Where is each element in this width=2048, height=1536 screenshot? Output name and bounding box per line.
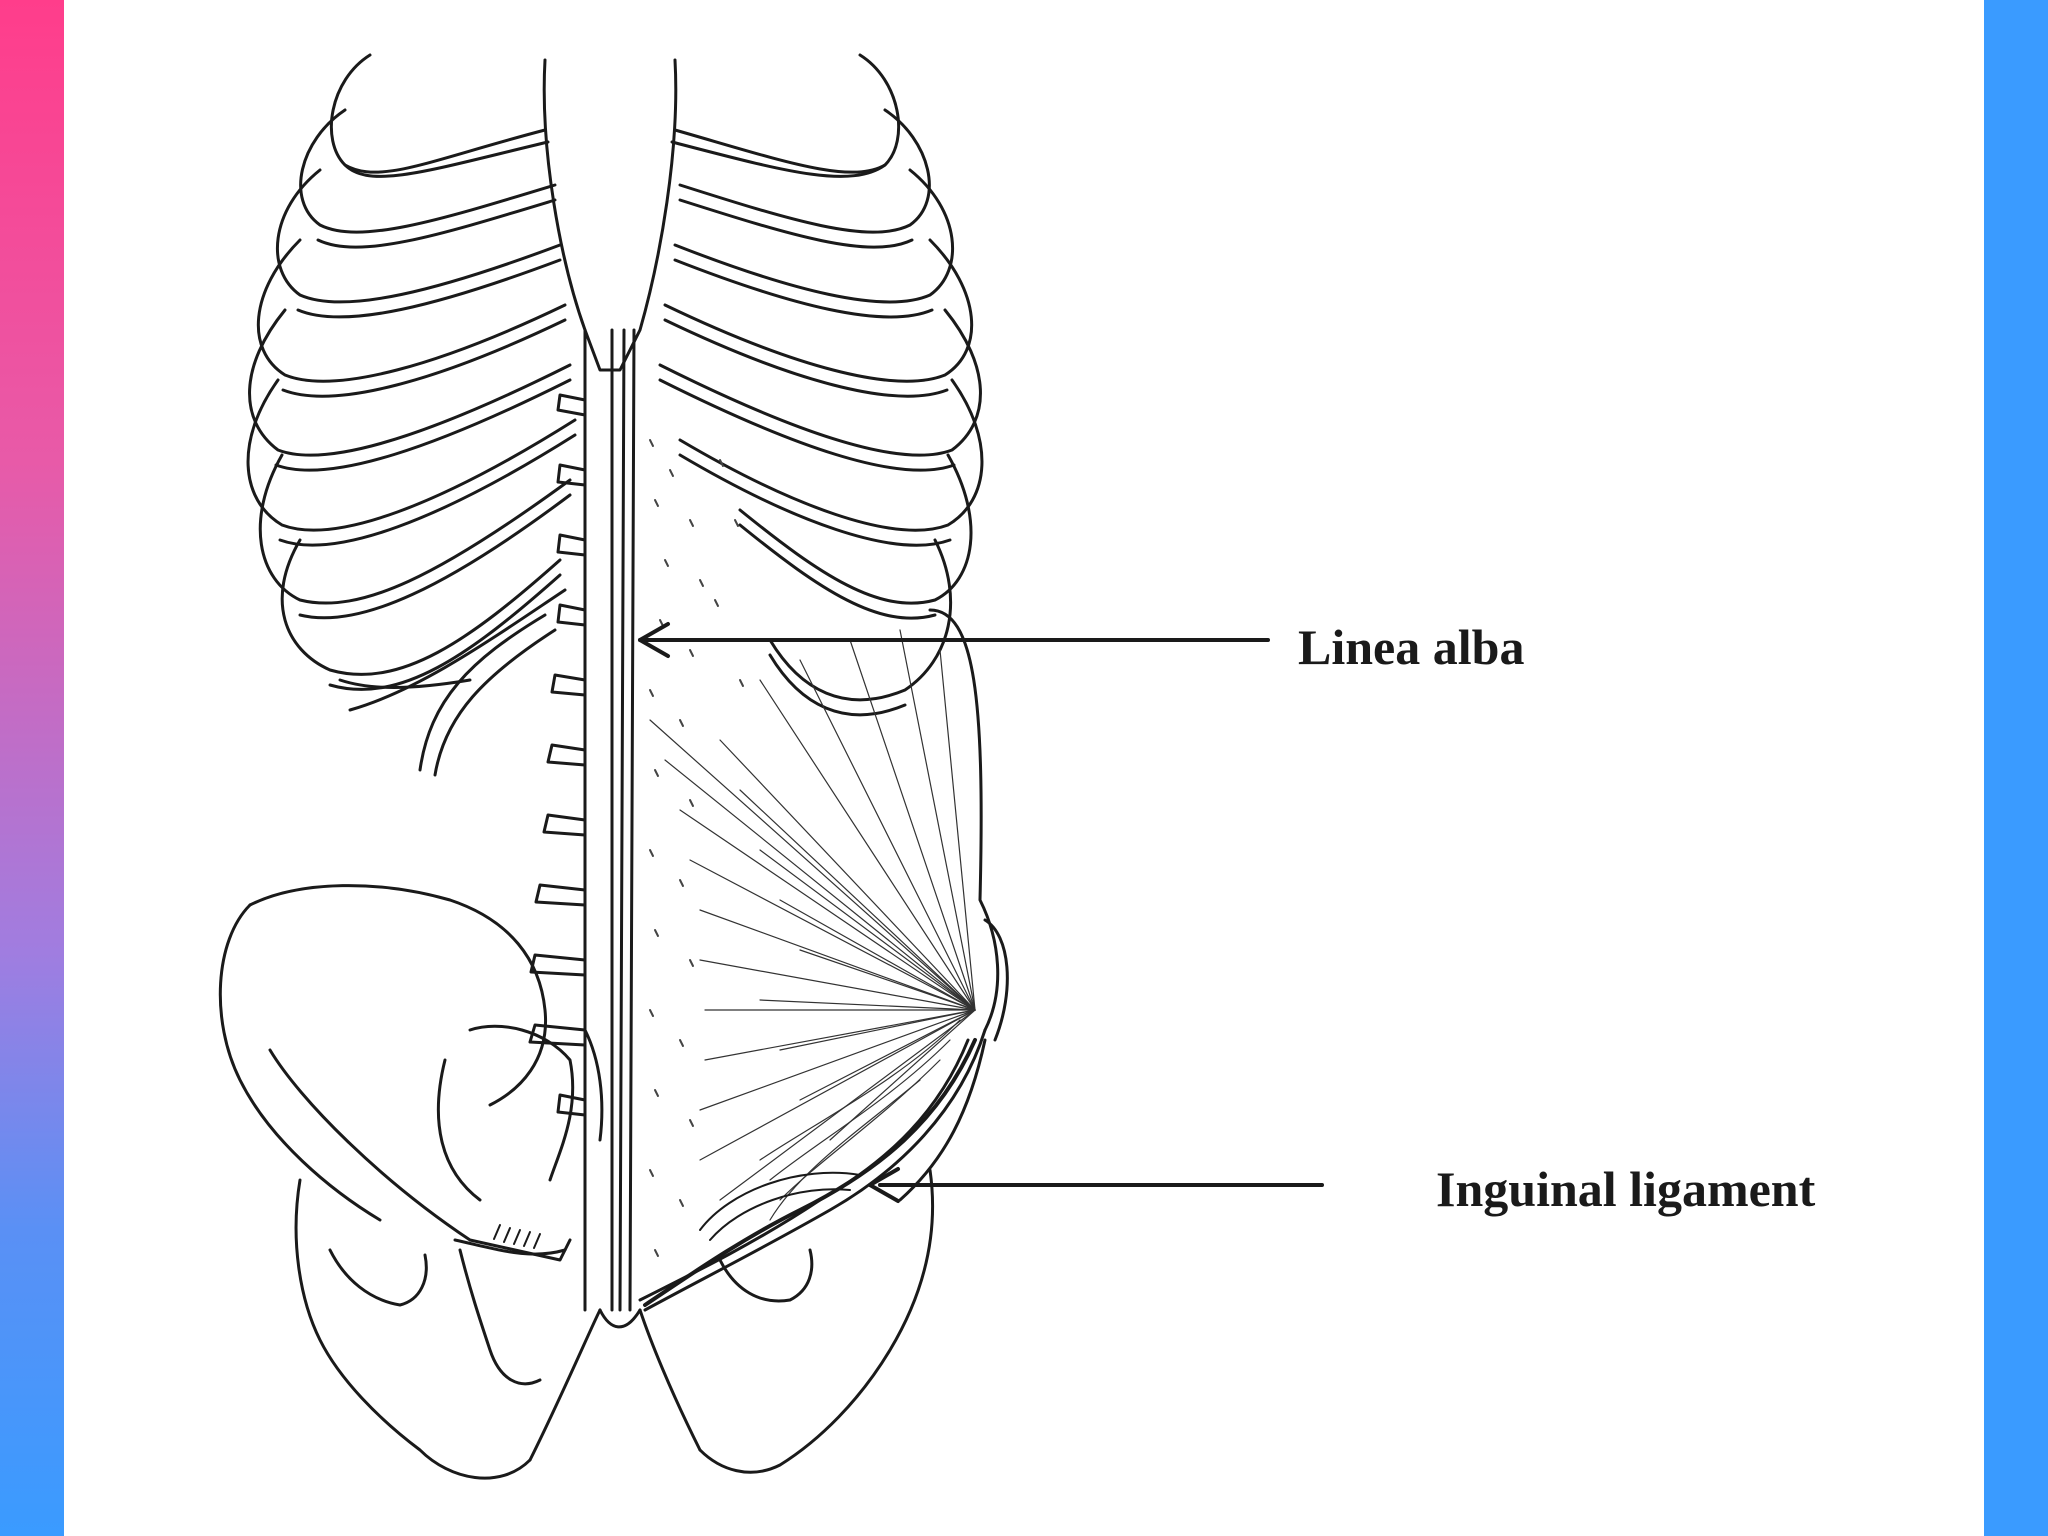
left-rib-cage: [246, 53, 577, 777]
pelvis: [218, 884, 1009, 1480]
inguinal-ligament-label: Inguinal ligament: [1436, 1161, 1816, 1217]
muscle-stipple: [649, 439, 744, 1257]
sternum: [542, 58, 678, 372]
muscle-fibers: [649, 629, 976, 1221]
right-rib-cage: [658, 53, 984, 717]
external-oblique-muscle: [638, 608, 1000, 1312]
inguinal-ligament: [643, 1038, 977, 1307]
linea-alba: [618, 328, 636, 1312]
left-accent-bar: [0, 0, 64, 1536]
right-accent-bar: [1984, 0, 2048, 1536]
inguinal-ligament-pointer: [868, 1167, 1324, 1203]
linea-alba-label: Linea alba: [1298, 619, 1525, 675]
linea-alba-pointer: [638, 622, 1270, 658]
figure-canvas: [64, 0, 1984, 1536]
spine: [528, 328, 614, 1312]
